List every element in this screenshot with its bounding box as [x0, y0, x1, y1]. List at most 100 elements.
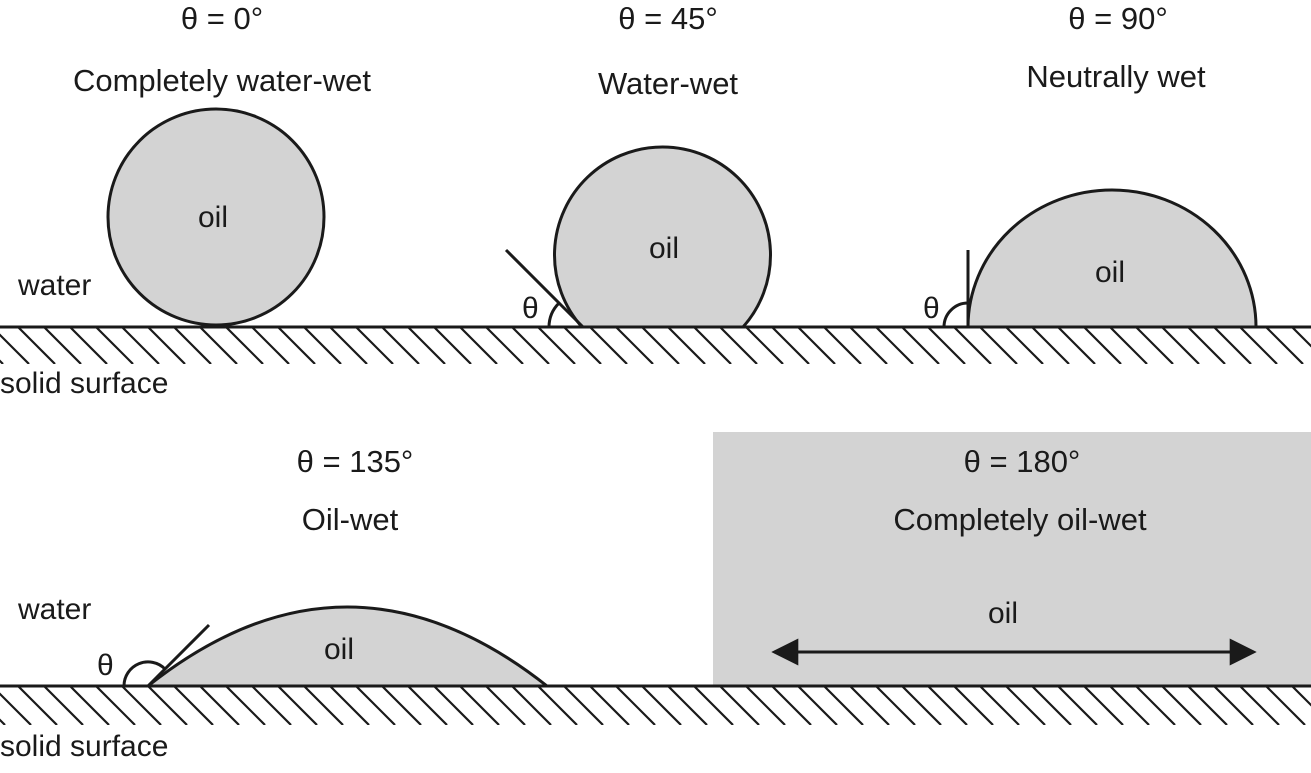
angle-label-135: θ = 135° [297, 444, 414, 479]
hatch-line [43, 327, 82, 364]
theta-label-90: θ [923, 292, 940, 325]
hatch-line [797, 686, 838, 725]
hatch-line [537, 686, 578, 725]
hatch-line [589, 327, 628, 364]
hatch-line [0, 692, 32, 725]
hatch-line [173, 327, 212, 364]
hatch-line [771, 327, 810, 364]
hatch-line [693, 327, 732, 364]
hatch-line [953, 327, 992, 364]
hatch-line [1187, 686, 1228, 725]
hatch-line [199, 327, 238, 364]
oil-label-180: oil [988, 597, 1018, 630]
oil-drop-0 [106, 107, 326, 327]
title-completely-water-wet: Completely water-wet [73, 63, 371, 98]
hatch-line [95, 686, 136, 725]
hatch-line [589, 686, 630, 725]
hatch-line [849, 327, 888, 364]
theta-label-135: θ [97, 649, 114, 682]
angle-arc-135 [122, 660, 167, 687]
surface-hatch-top [0, 327, 1311, 364]
hatch-line [381, 686, 422, 725]
hatch-line [1239, 327, 1278, 364]
hatch-line [979, 686, 1020, 725]
hatch-line [927, 686, 968, 725]
hatch-line [147, 686, 188, 725]
hatch-line [1161, 686, 1202, 725]
angle-label-45: θ = 45° [618, 1, 717, 36]
hatch-line [303, 686, 344, 725]
hatch-line [329, 327, 368, 364]
hatch-line [641, 686, 682, 725]
hatch-line [875, 327, 914, 364]
hatch-line [381, 327, 420, 364]
hatch-line [225, 686, 266, 725]
hatch-line [1057, 686, 1098, 725]
oil-label-45: oil [649, 232, 679, 265]
hatch-line [1031, 686, 1072, 725]
hatch-line [43, 686, 84, 725]
hatch-line [901, 327, 940, 364]
water-label-top: water [17, 269, 91, 302]
hatch-line [511, 327, 550, 364]
hatch-line [1109, 327, 1148, 364]
title-completely-oil-wet: Completely oil-wet [893, 502, 1147, 537]
hatch-line [953, 686, 994, 725]
hatch-line [407, 686, 448, 725]
hatch-line [0, 718, 6, 725]
hatch-line [355, 686, 396, 725]
hatch-line [875, 686, 916, 725]
hatch-line [719, 327, 758, 364]
hatch-line [979, 327, 1018, 364]
hatch-line [823, 686, 864, 725]
hatch-line [1109, 686, 1150, 725]
hatch-line [95, 327, 134, 364]
hatch-line [69, 686, 110, 725]
hatch-line [1005, 327, 1044, 364]
hatch-line [485, 327, 524, 364]
oil-label-0: oil [198, 201, 228, 234]
angle-arc-45 [547, 301, 561, 328]
hatch-line [69, 327, 108, 364]
hatch-line [459, 327, 498, 364]
hatch-line [433, 686, 474, 725]
hatch-line [121, 686, 162, 725]
hatch-line [1005, 686, 1046, 725]
hatch-line [771, 686, 812, 725]
hatch-line [251, 327, 290, 364]
hatch-line [1083, 686, 1124, 725]
hatch-line [485, 686, 526, 725]
hatch-line [433, 327, 472, 364]
hatch-line [1265, 686, 1306, 725]
hatch-line [1291, 327, 1311, 348]
oil-drop-90 [966, 188, 1258, 329]
hatch-line [1135, 327, 1174, 364]
title-oil-wet: Oil-wet [302, 502, 399, 537]
surface-label-top: solid surface [0, 367, 168, 400]
tangent-line-45 [504, 248, 585, 329]
hatch-line [1083, 327, 1122, 364]
hatch-line [563, 686, 604, 725]
hatch-line [225, 327, 264, 364]
hatch-line [563, 327, 602, 364]
hatch-line [745, 686, 786, 725]
hatch-line [1291, 686, 1311, 707]
hatch-line [719, 686, 760, 725]
hatch-line [901, 686, 942, 725]
hatch-line [1057, 327, 1096, 364]
angle-label-0: θ = 0° [181, 1, 263, 36]
hatch-line [173, 686, 214, 725]
oil-drop-45 [553, 145, 772, 329]
hatch-line [17, 686, 58, 725]
hatch-line [1135, 686, 1176, 725]
hatch-line [303, 327, 342, 364]
angle-arc-90 [942, 301, 969, 328]
hatch-line [615, 327, 654, 364]
hatch-line [1031, 327, 1070, 364]
hatch-line [459, 686, 500, 725]
hatch-line [849, 686, 890, 725]
hatch-line [693, 686, 734, 725]
hatch-line [1239, 686, 1280, 725]
hatch-line [147, 327, 186, 364]
